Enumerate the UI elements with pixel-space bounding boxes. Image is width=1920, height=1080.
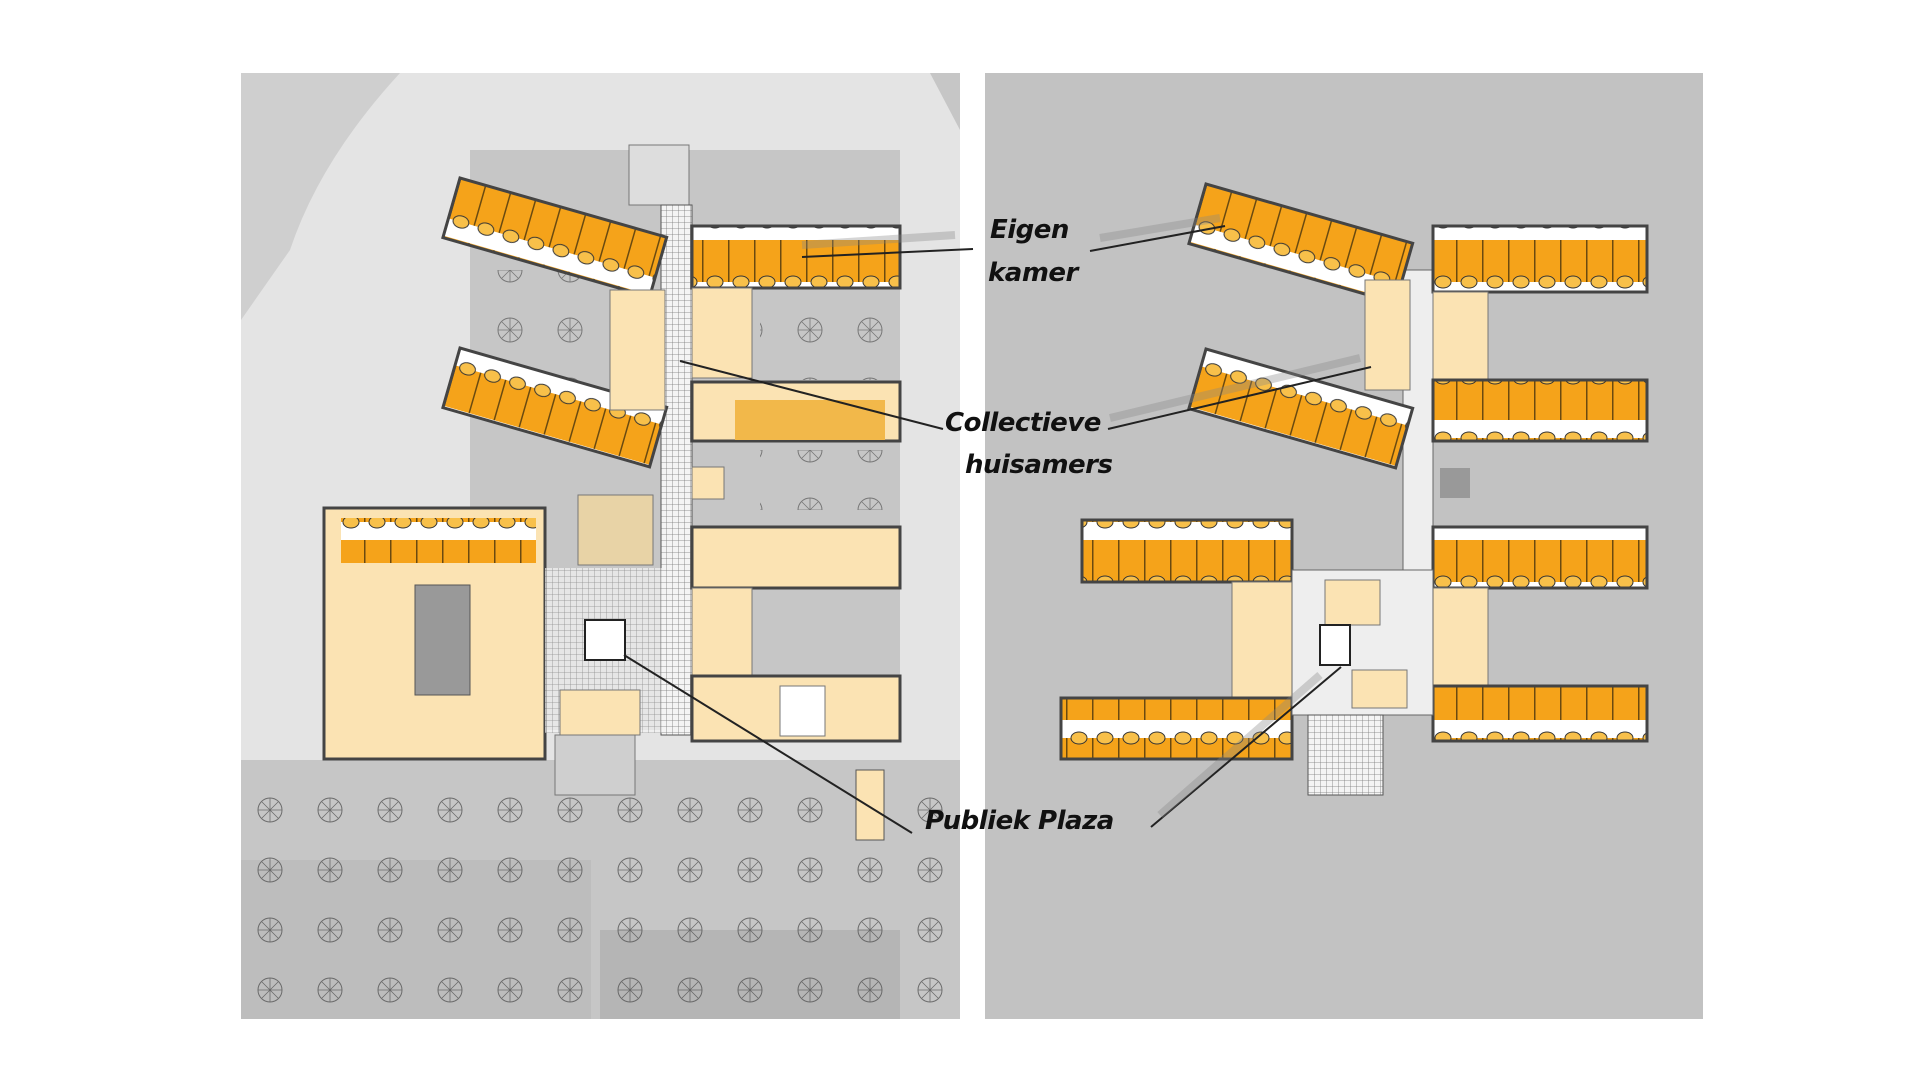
label-own-room-line1: Eigen (990, 215, 1069, 245)
label-collective-line2: huisamers (965, 450, 1113, 480)
label-own-room-line2: kamer (988, 258, 1078, 288)
ground-floor-plan (241, 73, 960, 1019)
label-public-plaza: Publiek Plaza (925, 806, 1114, 836)
upper-floor-plan (985, 73, 1703, 1019)
label-collective-line1: Collectieve (945, 408, 1101, 438)
callout-lines (623, 225, 1372, 834)
